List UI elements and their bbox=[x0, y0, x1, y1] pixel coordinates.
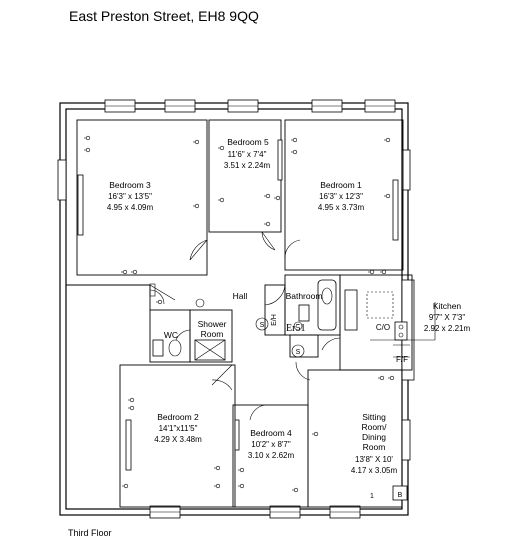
boiler-box bbox=[392, 485, 408, 501]
shower-line2: Room bbox=[201, 329, 224, 339]
bedroom2-name: Bedroom 2 bbox=[157, 412, 199, 422]
bedroom5-imperial: 11'6" x 7'4" bbox=[228, 150, 267, 159]
water-heater-label: E/H bbox=[271, 314, 278, 326]
stair-number: 1 bbox=[370, 493, 374, 500]
bedroom4-name: Bedroom 4 bbox=[250, 428, 292, 438]
wc-name: WC bbox=[164, 330, 178, 340]
bedroom5-name: Bedroom 5 bbox=[227, 137, 269, 147]
bedroom1-name: Bedroom 1 bbox=[320, 180, 362, 190]
storage-circle bbox=[255, 317, 269, 331]
doors bbox=[175, 284, 341, 421]
bedroom2-metric: 4.29 X 3.48m bbox=[154, 435, 202, 444]
sockets bbox=[84, 135, 395, 493]
bedroom4-imperial: 10'2" x 8'7" bbox=[251, 440, 291, 449]
wc-fixtures bbox=[152, 298, 226, 361]
cupboard-label: C/O bbox=[376, 323, 390, 332]
bedroom1-imperial: 16'3" x 12'3" bbox=[319, 192, 363, 201]
storage-circle bbox=[291, 344, 305, 358]
storage-label: S bbox=[296, 349, 301, 356]
windows bbox=[57, 99, 411, 519]
kitchen-fixtures bbox=[344, 289, 436, 358]
bedroom4-metric: 3.10 x 2.62m bbox=[248, 451, 295, 460]
kitchen-name: Kitchen bbox=[433, 301, 462, 311]
floor-label: Third Floor bbox=[68, 528, 112, 538]
symbol-labels: C/O F/F B S S Er51 E/H 1 bbox=[260, 314, 408, 500]
sitting-imperial: 13'8" X 10' bbox=[355, 455, 393, 464]
bedroom3-name: Bedroom 3 bbox=[109, 180, 151, 190]
sitting-line2: Room/ bbox=[361, 422, 387, 432]
storage-label: S bbox=[260, 322, 265, 329]
bathroom-name: Bathroom bbox=[286, 291, 323, 301]
bedroom3-imperial: 16'3" x 13'5" bbox=[108, 192, 152, 201]
bedroom2-imperial: 14'1"x11'5" bbox=[159, 424, 198, 433]
hall-name: Hall bbox=[233, 291, 248, 301]
fridge-freezer-label: F/F bbox=[396, 355, 408, 364]
kitchen-imperial: 9'7" X 7'3" bbox=[429, 313, 465, 322]
sitting-metric: 4.17 x 3.05m bbox=[351, 466, 398, 475]
radiators bbox=[77, 139, 399, 471]
sitting-line3: Dining bbox=[362, 432, 386, 442]
room-labels: Bedroom 3 16'3" x 13'5" 4.95 x 4.09m Bed… bbox=[107, 137, 471, 475]
boiler-label: B bbox=[398, 492, 403, 499]
bedroom5-metric: 3.51 x 2.24m bbox=[224, 161, 271, 170]
bedroom1-metric: 4.95 x 3.73m bbox=[318, 203, 365, 212]
kitchen-metric: 2.92 x 2.21m bbox=[424, 324, 471, 333]
shower-line1: Shower bbox=[198, 319, 227, 329]
bedroom3-metric: 4.95 x 4.09m bbox=[107, 203, 154, 212]
sitting-line4: Room bbox=[363, 442, 386, 452]
page-title: East Preston Street, EH8 9QQ bbox=[69, 8, 259, 24]
flue-label: Er51 bbox=[286, 323, 305, 334]
interior-walls bbox=[66, 119, 413, 508]
bathroom-fixtures bbox=[293, 279, 337, 331]
sitting-line1: Sitting bbox=[362, 412, 386, 422]
